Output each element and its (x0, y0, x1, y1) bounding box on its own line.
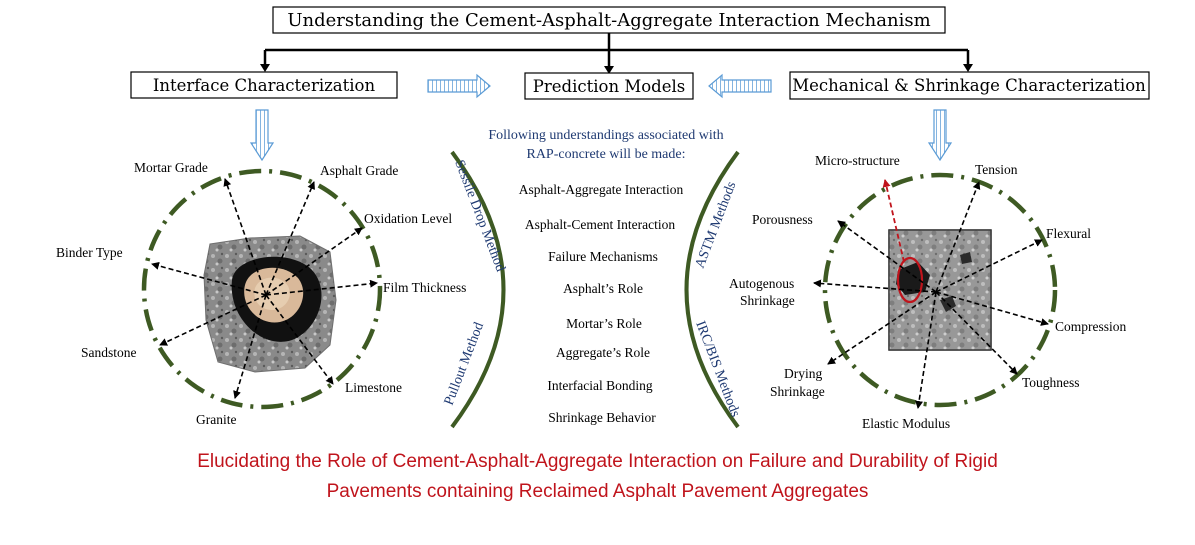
label-micro-structure: Micro-structure (815, 153, 900, 168)
label-flexural: Flexural (1046, 226, 1091, 241)
understanding-item: Asphalt’s Role (563, 281, 643, 296)
label-sandstone: Sandstone (81, 345, 137, 360)
label-drying-shrinkage: Shrinkage (770, 384, 825, 399)
left-bracket-curve (450, 150, 506, 429)
label-asphalt-grade: Asphalt Grade (320, 163, 398, 178)
understanding-item: Interfacial Bonding (547, 378, 653, 393)
label-oxidation-level: Oxidation Level (364, 211, 452, 226)
label-autogenous-shrinkage: Shrinkage (740, 293, 795, 308)
middle-intro-line1: Following understandings associated with (488, 128, 723, 143)
micro-structure-highlight (896, 256, 924, 304)
middle-intro-line2: RAP-concrete will be made: (526, 147, 685, 162)
label-tension: Tension (975, 162, 1018, 177)
specimen-image (203, 235, 337, 373)
label-toughness: Toughness (1022, 375, 1080, 390)
title-box: Understanding the Cement-Asphalt-Aggrega… (272, 6, 946, 34)
mechanical-shrinkage-label: Mechanical & Shrinkage Characterization (792, 76, 1146, 95)
understanding-item: Asphalt-Cement Interaction (525, 217, 676, 232)
micro-structure-arrow (882, 179, 905, 263)
interface-characterization-label: Interface Characterization (153, 76, 376, 95)
arrowhead-right (963, 64, 973, 72)
interface-circle (141, 168, 383, 410)
label-binder-type: Binder Type (56, 245, 123, 260)
method-irc-bis: IRC/BIS Methods (692, 319, 742, 419)
understanding-item: Shrinkage Behavior (548, 410, 656, 425)
label-limestone: Limestone (345, 380, 402, 395)
understanding-item: Failure Mechanisms (548, 249, 658, 264)
understanding-item: Mortar’s Role (566, 316, 642, 331)
right-bracket-curve (684, 150, 740, 429)
label-autogenous: Autogenous (729, 276, 794, 291)
arrowhead-center (604, 66, 614, 74)
prediction-models-box: Prediction Models (524, 72, 694, 100)
understanding-item: Asphalt-Aggregate Interaction (519, 182, 684, 197)
bottom-title-line2: Pavements containing Reclaimed Asphalt P… (326, 481, 869, 502)
bottom-title-line1: Elucidating the Role of Cement-Asphalt-A… (197, 451, 998, 472)
block-arrow-down-left-icon (249, 109, 275, 162)
method-pullout: Pullout Method (442, 320, 487, 407)
block-arrow-right-icon (427, 73, 491, 99)
main-title: Understanding the Cement-Asphalt-Aggrega… (287, 10, 930, 31)
arrowhead-left (260, 64, 270, 72)
label-granite: Granite (196, 412, 236, 427)
prediction-models-label: Prediction Models (533, 77, 685, 96)
left-arrows (151, 178, 378, 399)
interface-characterization-box: Interface Characterization (130, 71, 398, 99)
right-arrows (813, 181, 1049, 409)
mechanical-shrinkage-box: Mechanical & Shrinkage Characterization (789, 71, 1150, 100)
understanding-item: Aggregate’s Role (556, 345, 650, 360)
label-porousness: Porousness (752, 212, 813, 227)
method-sessile-drop: Sessile Drop Method (451, 158, 507, 274)
label-film-thickness: Film Thickness (383, 280, 466, 295)
label-elastic-modulus: Elastic Modulus (862, 416, 950, 431)
label-mortar-grade: Mortar Grade (134, 160, 208, 175)
concrete-specimen-image (888, 229, 992, 351)
label-compression: Compression (1055, 319, 1127, 334)
block-arrow-left-icon (708, 73, 772, 99)
block-arrow-down-right-icon (927, 109, 953, 162)
label-drying: Drying (784, 366, 822, 381)
tree-connectors (263, 33, 970, 67)
mechanical-circle (822, 172, 1058, 408)
